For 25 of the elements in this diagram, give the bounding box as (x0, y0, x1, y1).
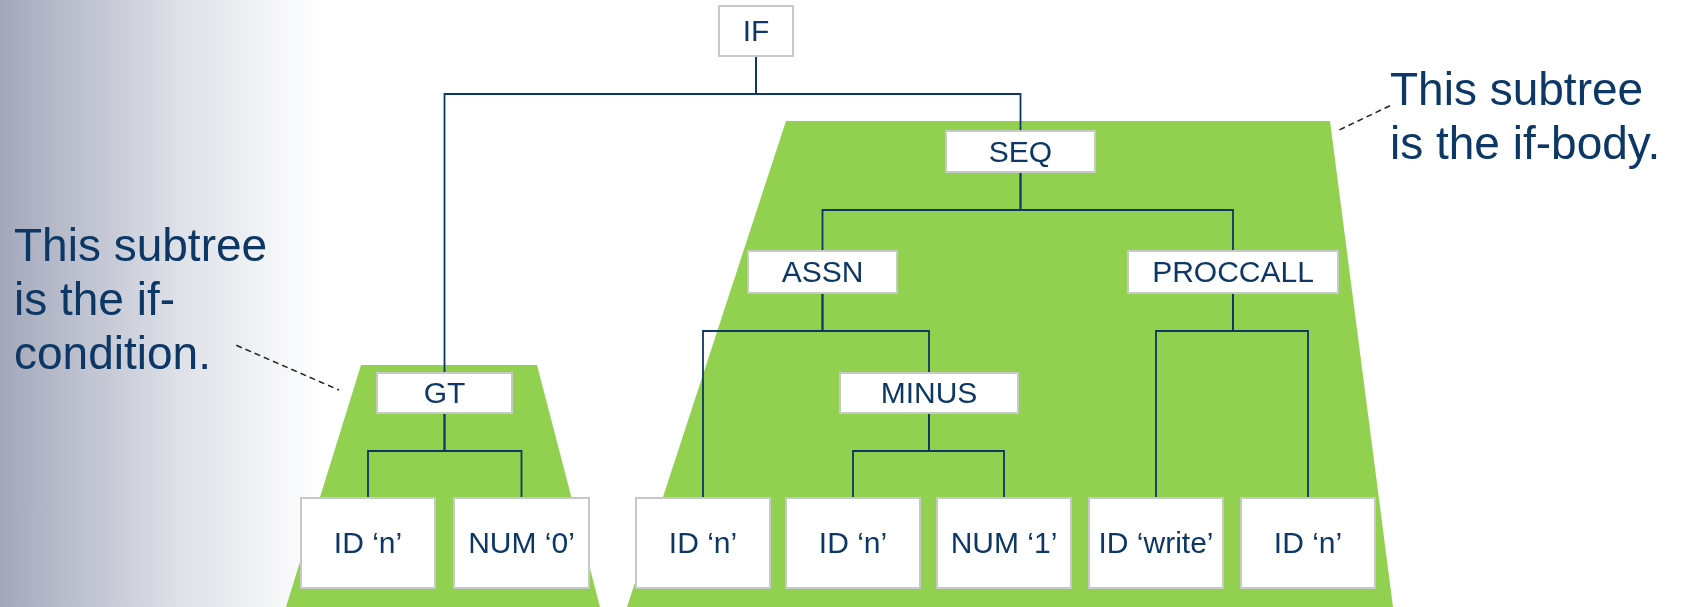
leader-line (235, 344, 340, 391)
tree-node: ID ‘n’ (635, 497, 771, 589)
note-text: This subtree is the if-condition. (14, 218, 299, 380)
tree-connector (821, 293, 930, 373)
tree-connector (755, 56, 1022, 131)
tree-connector (443, 413, 523, 498)
tree-node: GT (376, 372, 513, 414)
tree-node: ASSN (747, 250, 898, 294)
tree-node: ID ‘n’ (300, 497, 436, 589)
leader-line (1336, 104, 1391, 132)
tree-node: PROCCALL (1127, 250, 1339, 294)
tree-node: IF (718, 5, 794, 57)
subtree-region (627, 121, 1393, 607)
subtree-region (286, 365, 600, 607)
tree-node: NUM ‘1’ (936, 497, 1072, 589)
tree-connector (1019, 172, 1234, 251)
tree-node: ID ‘write’ (1088, 497, 1224, 589)
tree-connector (1232, 293, 1309, 498)
tree-connector (928, 413, 1005, 498)
tree-node: ID ‘n’ (785, 497, 921, 589)
note-text: This subtree is the if-body. (1390, 62, 1675, 170)
tree-node: ID ‘n’ (1240, 497, 1376, 589)
tree-node: MINUS (839, 372, 1019, 414)
tree-node: NUM ‘0’ (453, 497, 590, 589)
tree-node: SEQ (945, 130, 1096, 173)
